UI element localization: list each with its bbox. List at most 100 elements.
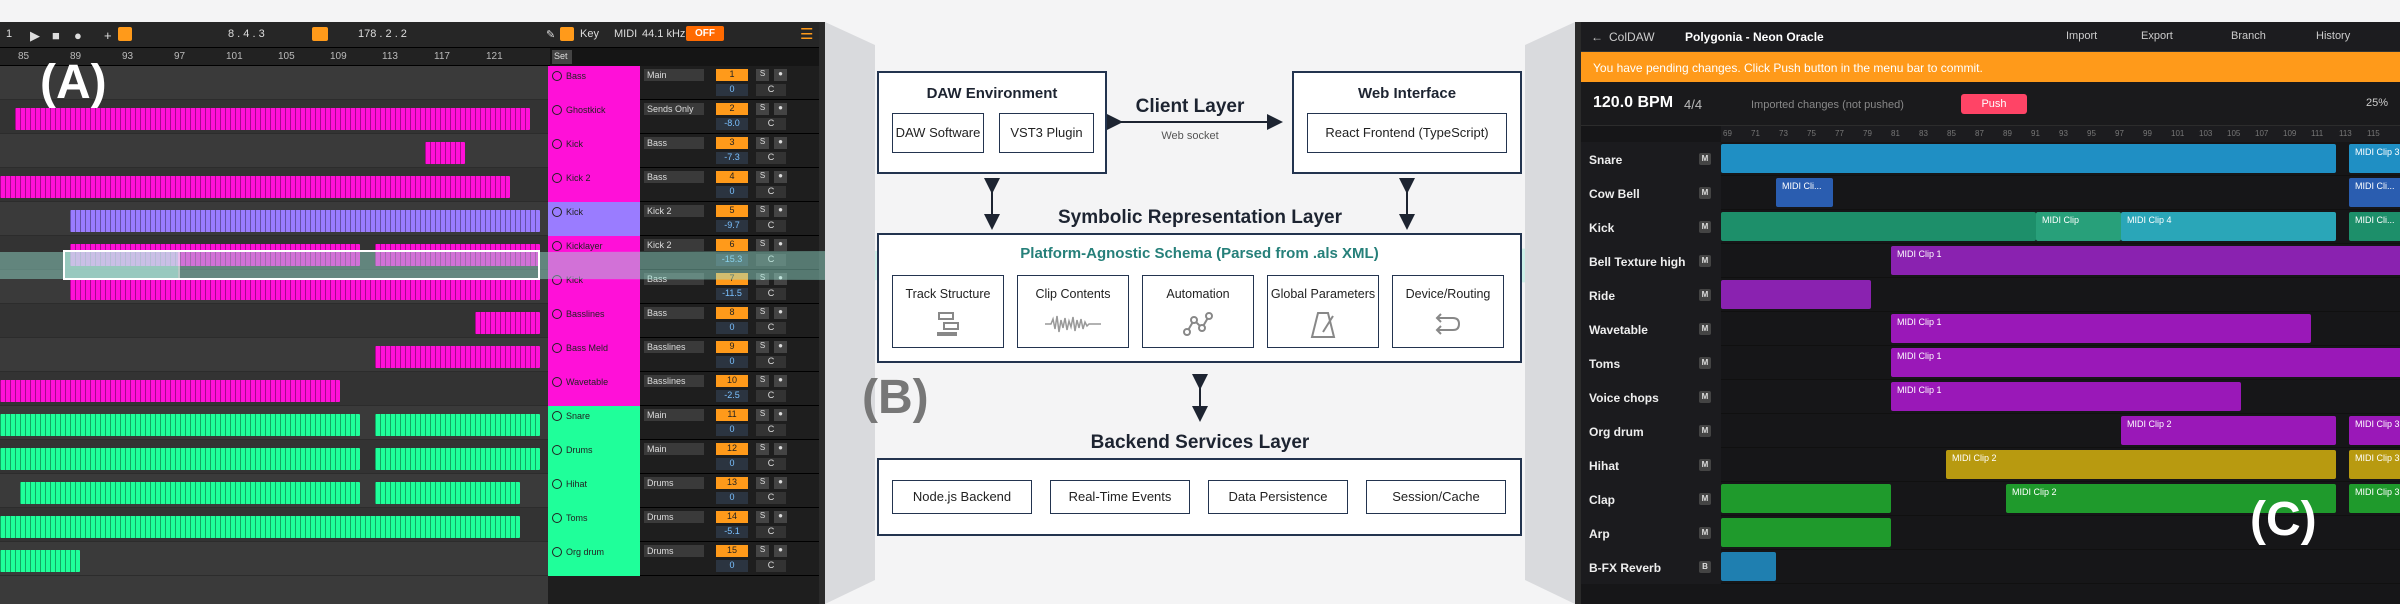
bpm-readout[interactable]: 120.0 BPM: [1593, 94, 1674, 111]
solo-button[interactable]: S: [756, 239, 769, 251]
track-number[interactable]: 11: [716, 409, 748, 421]
pan-control[interactable]: C: [756, 492, 786, 504]
position-readout[interactable]: 8 . 4 . 3: [228, 28, 265, 40]
output-routing[interactable]: Bass: [644, 171, 704, 183]
solo-button[interactable]: S: [756, 341, 769, 353]
pan-control[interactable]: C: [756, 84, 786, 96]
arrangement-clip[interactable]: [0, 516, 520, 538]
key-label[interactable]: Key: [580, 28, 599, 40]
midi-clip[interactable]: MIDI Clip 2: [2006, 484, 2336, 513]
output-routing[interactable]: Main: [644, 69, 704, 81]
mute-button[interactable]: M: [1699, 153, 1711, 165]
solo-button[interactable]: S: [756, 375, 769, 387]
solo-button[interactable]: S: [756, 171, 769, 183]
arrangement-clip[interactable]: [0, 550, 80, 572]
track-header[interactable]: Wavetable Basslines 10 -2.5 S ● C: [548, 372, 819, 406]
loop-length-readout[interactable]: 178 . 2 . 2: [358, 28, 407, 40]
arm-button[interactable]: ●: [774, 511, 787, 523]
track-name[interactable]: Snare: [548, 406, 640, 440]
arm-button[interactable]: ●: [774, 103, 787, 115]
track-number[interactable]: 12: [716, 443, 748, 455]
arrangement-clip[interactable]: [0, 414, 360, 436]
volume-value[interactable]: 0: [716, 458, 748, 470]
arrangement-view[interactable]: [0, 66, 548, 604]
arm-button[interactable]: ●: [774, 273, 787, 285]
midi-clip[interactable]: MIDI Cli...: [2349, 212, 2400, 241]
midi-clip[interactable]: MIDI Cli...: [2349, 178, 2400, 207]
arm-button[interactable]: ●: [774, 69, 787, 81]
pan-control[interactable]: C: [756, 560, 786, 572]
output-routing[interactable]: Main: [644, 443, 704, 455]
history-button[interactable]: History: [2316, 30, 2351, 42]
fold-icon[interactable]: [552, 445, 562, 455]
track-header[interactable]: Drums Main 12 0 S ● C: [548, 440, 819, 474]
output-routing[interactable]: Kick 2: [644, 205, 704, 217]
track-number[interactable]: 6: [716, 239, 748, 251]
arrangement-clip[interactable]: [375, 482, 520, 504]
arrangement-lane[interactable]: [0, 304, 548, 338]
midi-clip[interactable]: [1721, 144, 2336, 173]
midi-clip[interactable]: MIDI Clip: [2036, 212, 2121, 241]
arrangement-clip[interactable]: [0, 176, 510, 198]
arrangement-clip[interactable]: [70, 278, 540, 300]
push-button[interactable]: Push: [1961, 94, 2027, 114]
arrangement-lane[interactable]: [0, 202, 548, 236]
branch-button[interactable]: Branch: [2231, 30, 2266, 42]
mute-button[interactable]: M: [1699, 221, 1711, 233]
follow-icon[interactable]: [312, 27, 328, 41]
track-header[interactable]: Kick 2 Bass 4 0 S ● C: [548, 168, 819, 202]
track-header[interactable]: Toms Drums 14 -5.1 S ● C: [548, 508, 819, 542]
track-name[interactable]: Ghostkick: [548, 100, 640, 134]
track-number[interactable]: 13: [716, 477, 748, 489]
arm-button[interactable]: ●: [774, 239, 787, 251]
arrangement-clip[interactable]: [0, 380, 340, 402]
solo-button[interactable]: S: [756, 69, 769, 81]
midi-label[interactable]: MIDI: [614, 28, 638, 40]
solo-button[interactable]: S: [756, 137, 769, 149]
volume-value[interactable]: -8.0: [716, 118, 748, 130]
output-routing[interactable]: Main: [644, 409, 704, 421]
arrangement-lane[interactable]: [0, 168, 548, 202]
fold-icon[interactable]: [552, 173, 562, 183]
arrangement-lane[interactable]: [0, 406, 548, 440]
mute-button[interactable]: M: [1699, 527, 1711, 539]
import-button[interactable]: Import: [2066, 30, 2098, 42]
midi-clip[interactable]: MIDI Clip 1: [1891, 382, 2241, 411]
arm-button[interactable]: ●: [774, 205, 787, 217]
pan-control[interactable]: C: [756, 186, 786, 198]
output-routing[interactable]: Bass: [644, 137, 704, 149]
arrangement-clip[interactable]: [375, 414, 540, 436]
arrangement-lane[interactable]: [0, 134, 548, 168]
arm-button[interactable]: ●: [774, 545, 787, 557]
volume-value[interactable]: 0: [716, 322, 748, 334]
arm-button[interactable]: ●: [774, 477, 787, 489]
arm-button[interactable]: ●: [774, 171, 787, 183]
mute-button[interactable]: M: [1699, 255, 1711, 267]
midi-clip[interactable]: MIDI Clip 1: [1891, 348, 2400, 377]
track-number[interactable]: 5: [716, 205, 748, 217]
record-icon[interactable]: ●: [74, 28, 82, 43]
arrangement-clip[interactable]: [20, 482, 360, 504]
midi-clip[interactable]: MIDI Clip 3: [2349, 144, 2400, 173]
output-routing[interactable]: Drums: [644, 477, 704, 489]
arrangement-lane[interactable]: [0, 270, 548, 304]
arrangement-clip[interactable]: [375, 346, 540, 368]
pan-control[interactable]: C: [756, 356, 786, 368]
fold-icon[interactable]: [552, 343, 562, 353]
midi-clip[interactable]: MIDI Clip 1: [1891, 314, 2311, 343]
midi-clip[interactable]: MIDI Clip 3: [2349, 416, 2400, 445]
pan-control[interactable]: C: [756, 424, 786, 436]
arrangement-clip[interactable]: [475, 312, 540, 334]
track-name[interactable]: Kick: [548, 134, 640, 168]
track-header[interactable]: Kicklayer Kick 2 6 -15.3 S ● C: [548, 236, 819, 270]
track-name[interactable]: Drums: [548, 440, 640, 474]
mute-button[interactable]: M: [1699, 323, 1711, 335]
